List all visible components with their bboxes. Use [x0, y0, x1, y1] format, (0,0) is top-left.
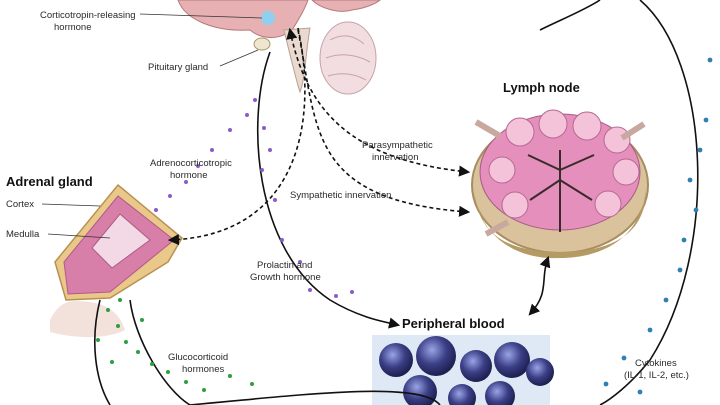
pituitary-label: Pituitary gland: [148, 62, 208, 73]
crh-label-line1: Corticotropin-releasing: [40, 10, 136, 21]
lymph-node-illustration: [471, 109, 649, 259]
cytokine-dots: [603, 57, 713, 395]
glucocorticoid-label-line2: hormones: [182, 364, 224, 375]
adrenal-gland-title: Adrenal gland: [6, 174, 93, 189]
cytokines-label-line2: (IL-1, IL-2, etc.): [624, 370, 689, 381]
cytokines-label-line1: Cytokines: [635, 358, 677, 369]
adrenal-gland-illustration: [50, 183, 183, 338]
sympathetic-arrow-adrenal: [167, 27, 306, 246]
blood-cells-illustration: [372, 335, 554, 405]
prolactin-arrow: [256, 51, 401, 329]
medulla-label: Medulla: [6, 229, 40, 240]
prolactin-label-line2: Growth hormone: [250, 272, 321, 283]
parasympathetic-label-line1: Parasympathetic: [362, 140, 433, 151]
acth-dots: [154, 98, 354, 298]
brain-illustration: [177, 0, 381, 95]
cytokine-loop: [599, 0, 699, 405]
gluco-loop-right: [129, 299, 191, 405]
leader-lines: [41, 13, 263, 239]
sympathetic-label: Sympathetic innervation: [290, 190, 391, 201]
top-curve: [539, 0, 601, 31]
peripheral-blood-title: Peripheral blood: [402, 316, 505, 331]
acth-label-line1: Adrenocorticotropic: [150, 158, 232, 169]
lymph-blood-arrow: [528, 255, 551, 316]
glucocorticoid-label-line1: Glucocorticoid: [168, 352, 228, 363]
cortex-label: Cortex: [6, 199, 34, 210]
lymph-node-title: Lymph node: [503, 80, 580, 95]
acth-label-line2: hormone: [170, 170, 208, 181]
crh-label-line2: hormone: [54, 22, 92, 33]
connector-arrows: [94, 0, 699, 405]
hypothalamus-icon: [261, 11, 275, 25]
sympathetic-arrow-node: [297, 29, 471, 217]
prolactin-label-line1: Prolactin and: [257, 260, 312, 271]
parasympathetic-label-line2: innervation: [372, 152, 418, 163]
gluco-loop-left: [94, 299, 111, 405]
bottom-loop: [189, 390, 441, 405]
pituitary-icon: [253, 37, 271, 51]
glucocorticoid-dots: [96, 298, 254, 392]
parasympathetic-arrow: [286, 27, 471, 177]
